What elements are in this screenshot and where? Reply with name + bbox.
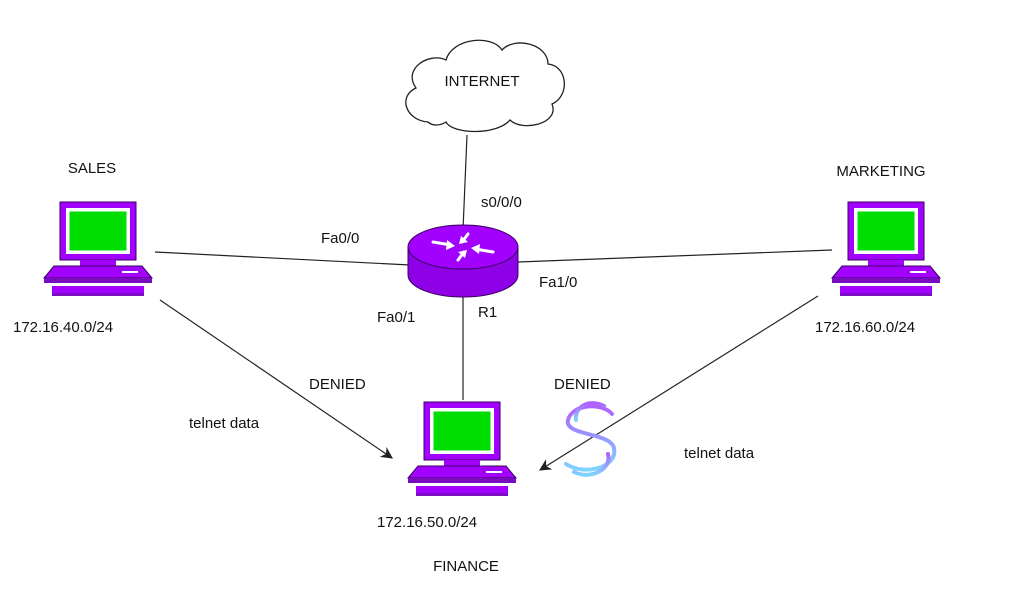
marketing-label: MARKETING <box>836 163 925 180</box>
internet-label: INTERNET <box>445 73 520 90</box>
arrow-sales-to-finance <box>159 299 393 459</box>
interface-fa0-1: Fa0/1 <box>377 309 415 326</box>
interface-fa0-0: Fa0/0 <box>321 230 359 247</box>
arrow-marketing-to-finance <box>538 295 819 471</box>
s-logo-icon <box>564 401 617 477</box>
sales-network: 172.16.40.0/24 <box>13 319 113 336</box>
sales-computer-icon[interactable] <box>43 201 153 297</box>
finance-computer-icon[interactable] <box>407 401 517 497</box>
finance-network: 172.16.50.0/24 <box>377 514 477 531</box>
finance-label: FINANCE <box>433 558 499 575</box>
interface-s0-0-0: s0/0/0 <box>481 194 522 211</box>
sales-flow-traffic: telnet data <box>189 415 260 432</box>
link-internet-r1 <box>462 134 468 231</box>
link-marketing-r1 <box>517 249 833 263</box>
marketing-network: 172.16.60.0/24 <box>815 319 915 336</box>
link-sales-r1 <box>154 251 411 266</box>
interface-fa1-0: Fa1/0 <box>539 274 577 291</box>
marketing-flow-status: DENIED <box>554 376 611 393</box>
router-name: R1 <box>478 304 497 321</box>
router-icon[interactable] <box>407 224 519 298</box>
marketing-computer-icon[interactable] <box>831 201 941 297</box>
marketing-flow-traffic: telnet data <box>684 445 755 462</box>
sales-label: SALES <box>68 160 116 177</box>
cloud-icon <box>405 39 565 133</box>
sales-flow-status: DENIED <box>309 376 366 393</box>
